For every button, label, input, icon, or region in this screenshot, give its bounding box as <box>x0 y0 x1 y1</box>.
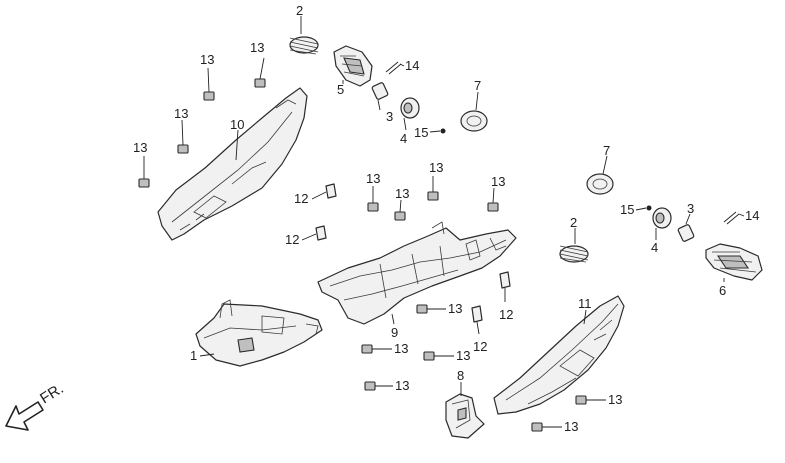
callout-12: 12 <box>473 339 487 354</box>
callout-1: 1 <box>190 348 197 363</box>
part-4-collar-right <box>652 207 672 229</box>
callout-13: 13 <box>608 392 622 407</box>
callout-15: 15 <box>414 125 428 140</box>
leader-lines <box>143 16 745 428</box>
callout-13: 13 <box>564 419 578 434</box>
part-8-bracket <box>445 393 485 439</box>
callout-13: 13 <box>394 341 408 356</box>
part-3-pin-left <box>371 82 389 100</box>
callout-13: 13 <box>133 140 147 155</box>
part-11-right-side-cover <box>493 295 625 415</box>
callout-13: 13 <box>491 174 505 189</box>
callout-7: 7 <box>603 143 610 158</box>
callout-13: 13 <box>429 160 443 175</box>
callout-7: 7 <box>474 78 481 93</box>
part-14-cotter-pin-left <box>385 61 402 75</box>
callout-13: 13 <box>395 186 409 201</box>
part-15-washer-right <box>646 205 652 211</box>
callout-12: 12 <box>294 191 308 206</box>
callout-15: 15 <box>620 202 634 217</box>
callout-5: 5 <box>337 82 344 97</box>
part-6-footrest-right <box>705 243 763 281</box>
callout-14: 14 <box>745 208 759 223</box>
callout-13: 13 <box>366 171 380 186</box>
front-arrow-icon <box>5 401 44 431</box>
part-5-footrest-left <box>333 45 373 87</box>
part-1-under-cover <box>195 299 323 367</box>
callout-3: 3 <box>386 109 393 124</box>
callout-14: 14 <box>405 58 419 73</box>
part-3-pin-right <box>677 224 695 242</box>
callout-9: 9 <box>391 325 398 340</box>
callout-13: 13 <box>448 301 462 316</box>
part-14-cotter-pin-right <box>723 211 740 225</box>
callout-11: 11 <box>578 296 592 311</box>
part-9-center-floor <box>317 221 517 325</box>
front-label: FR. <box>37 380 67 407</box>
part-10-left-side-cover <box>157 87 308 241</box>
part-4-collar-left <box>400 97 420 119</box>
callout-2: 2 <box>570 215 577 230</box>
callout-labels: 2 2 3 3 4 4 5 6 7 7 8 9 10 11 1 12 12 12… <box>133 3 759 434</box>
callout-13: 13 <box>200 52 214 67</box>
part-7-ring-left <box>460 110 488 132</box>
part-2-spring-left <box>289 36 319 55</box>
callout-2: 2 <box>296 3 303 18</box>
callout-4: 4 <box>651 240 658 255</box>
callout-12: 12 <box>285 232 299 247</box>
callout-13: 13 <box>395 378 409 393</box>
callout-13: 13 <box>456 348 470 363</box>
callout-3: 3 <box>687 201 694 216</box>
callout-10: 10 <box>230 117 244 132</box>
callout-13: 13 <box>250 40 264 55</box>
part-13-bolt <box>138 78 587 432</box>
callout-8: 8 <box>457 368 464 383</box>
part-12-clip <box>315 183 511 323</box>
callout-12: 12 <box>499 307 513 322</box>
part-15-washer-left <box>440 128 446 134</box>
part-7-ring-right <box>586 173 614 195</box>
callout-6: 6 <box>719 283 726 298</box>
part-2-spring-right <box>559 245 589 263</box>
front-direction-indicator: FR. <box>5 380 67 431</box>
callout-13: 13 <box>174 106 188 121</box>
callout-4: 4 <box>400 131 407 146</box>
